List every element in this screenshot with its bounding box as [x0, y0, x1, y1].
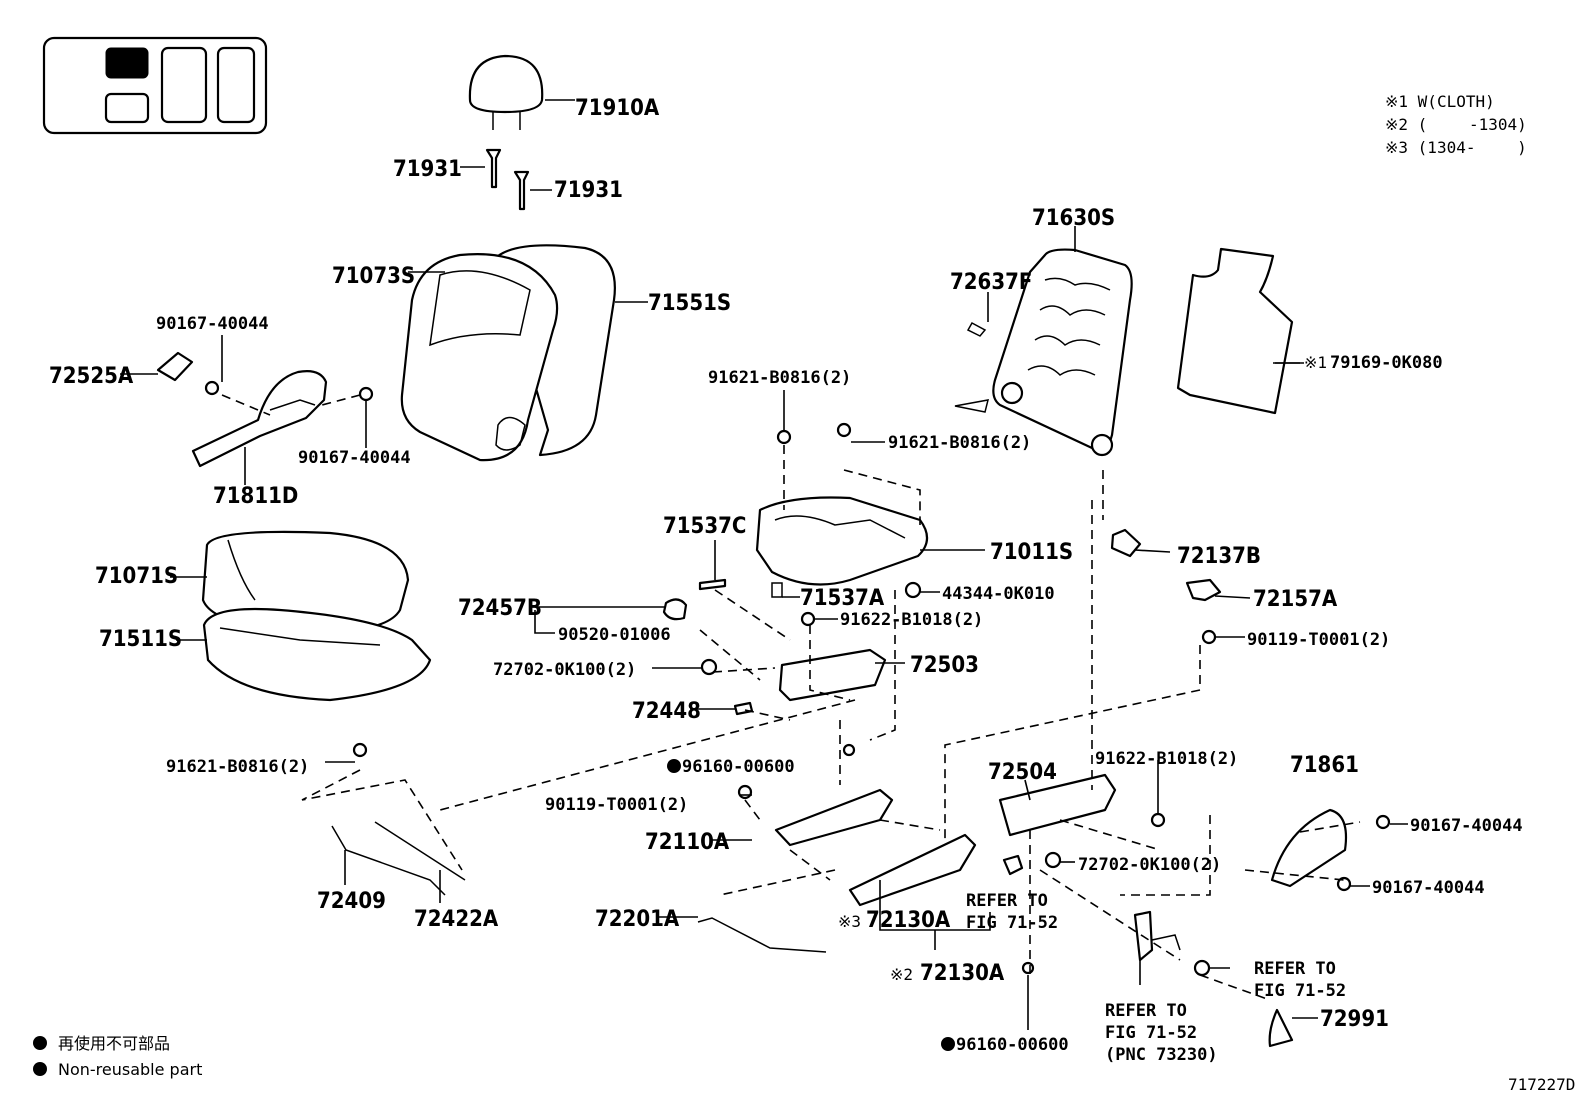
label-90167-40044-d: 90167-40044 [1372, 878, 1485, 898]
label-72422A: 72422A [414, 907, 499, 932]
label-90167-40044-b: 90167-40044 [298, 448, 411, 468]
label-72130A-note2: 72130A [920, 961, 1005, 986]
label-72637F: 72637F [950, 270, 1032, 295]
note-3: ※3 (1304- ) [1385, 138, 1527, 157]
label-72504: 72504 [988, 760, 1057, 785]
label-72110A: 72110A [645, 830, 730, 855]
label-91621-B0816-c: 91621-B0816(2) [166, 757, 309, 777]
label-72702-0K100-a: 72702-0K100(2) [493, 660, 636, 680]
label-91621-B0816-b: 91621-B0816(2) [888, 433, 1031, 453]
seatback-shape [400, 244, 616, 462]
label-90167-40044-c: 90167-40044 [1410, 816, 1523, 836]
label-71073S: 71073S [332, 264, 415, 289]
label-71811D: 71811D [213, 484, 298, 509]
seat-frame-shape [954, 248, 1133, 457]
legend-bullet-jp [33, 1036, 47, 1050]
label-90119-T0001-b: 90119-T0001(2) [545, 795, 688, 815]
refer-3-line-c: (PNC 73230) [1105, 1045, 1218, 1065]
legend-jp: 再使用不可部品 [58, 1034, 170, 1053]
label-71551S: 71551S [648, 291, 731, 316]
label-71537A: 71537A [800, 586, 885, 611]
note-2: ※2 ( -1304) [1385, 115, 1527, 134]
adjuster-mechanism-shape [774, 648, 1117, 907]
recliner-cover-shape [156, 351, 374, 468]
label-71861: 71861 [1290, 753, 1359, 778]
non-reusable-marker [667, 759, 681, 773]
refer-3-line-a: REFER TO [1105, 1001, 1187, 1021]
label-72201A: 72201A [595, 907, 680, 932]
label-72130A-note3: 72130A [866, 908, 951, 933]
label-44344-0K010: 44344-0K010 [942, 584, 1055, 604]
label-91622-B1018-a: 91622-B1018(2) [840, 610, 983, 630]
diagram-id: 717227D [1508, 1075, 1575, 1094]
refer-2-line-a: REFER TO [1254, 959, 1336, 979]
label-71931-right: 71931 [554, 178, 623, 203]
label-71630S: 71630S [1032, 206, 1115, 231]
label-79169-0K080: 79169-0K080 [1330, 353, 1443, 373]
label-72157A: 72157A [1253, 587, 1338, 612]
dashed-assembly-lines [221, 394, 1361, 1001]
label-72525A: 72525A [49, 364, 134, 389]
refer-1-line-a: REFER TO [966, 891, 1048, 911]
label-71910A: 71910A [575, 96, 660, 121]
leader-lines [120, 99, 1408, 1030]
label-90520-01006: 90520-01006 [558, 625, 671, 645]
label-90167-40044-a: 90167-40044 [156, 314, 269, 334]
note-1: ※1 W(CLOTH) [1385, 92, 1495, 111]
label-91621-B0816-a: 91621-B0816(2) [708, 368, 851, 388]
label-72702-0K100-b: 72702-0K100(2) [1078, 855, 1221, 875]
label-91622-B1018-b: 91622-B1018(2) [1095, 749, 1238, 769]
label-note-3-mark: ※3 [838, 912, 861, 931]
label-72457B: 72457B [458, 596, 542, 621]
cushion-frame-shape [755, 496, 929, 599]
label-71511S: 71511S [99, 627, 182, 652]
label-71071S: 71071S [95, 564, 178, 589]
label-71931-left: 71931 [393, 157, 462, 182]
seat-locator-icon [42, 36, 268, 135]
headrest-shape [468, 54, 544, 211]
label-71537C: 71537C [663, 514, 746, 539]
label-72448: 72448 [632, 699, 701, 724]
label-71011S: 71011S [990, 540, 1073, 565]
legend-bullet-en [33, 1062, 47, 1076]
label-72991: 72991 [1320, 1007, 1389, 1032]
side-shield-shape [1270, 808, 1348, 888]
label-72409: 72409 [317, 889, 386, 914]
refer-1-line-b: FIG 71-52 [966, 913, 1058, 933]
non-reusable-marker [941, 1037, 955, 1051]
refer-3-line-b: FIG 71-52 [1105, 1023, 1197, 1043]
label-note-2-mark: ※2 [890, 965, 913, 984]
label-note-1-mark: ※1 [1304, 353, 1327, 372]
label-96160-00600-a: 96160-00600 [682, 757, 795, 777]
label-96160-00600-b: 96160-00600 [956, 1035, 1069, 1055]
refer-2-line-b: FIG 71-52 [1254, 981, 1346, 1001]
seat-cushion-shape [201, 530, 432, 702]
back-board-shape [1176, 247, 1294, 415]
label-72137B: 72137B [1177, 544, 1261, 569]
label-72503: 72503 [910, 653, 979, 678]
wire-parts-shape [331, 821, 827, 953]
legend-en: Non-reusable part [58, 1060, 202, 1079]
label-90119-T0001-a: 90119-T0001(2) [1247, 630, 1390, 650]
